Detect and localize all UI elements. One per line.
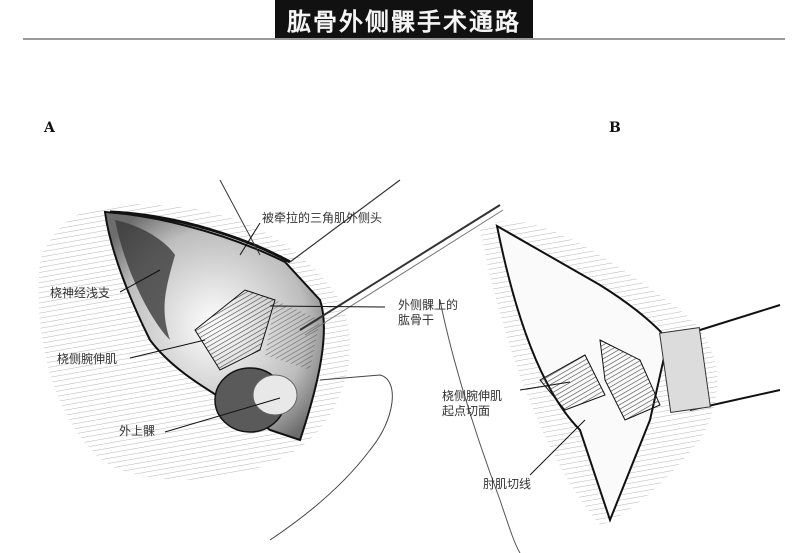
panel-label-a: A	[44, 120, 55, 136]
label-superficial-radial-nerve: 桡神经浅支	[50, 286, 111, 300]
panel-b-drawing	[439, 221, 781, 553]
page-title-text: 肱骨外侧髁手术通路	[287, 6, 521, 36]
page-title: 肱骨外侧髁手术通路	[275, 0, 533, 38]
label-retracted-deltoid-lateral-head: 被牵拉的三角肌外侧头	[262, 211, 383, 225]
label-line-1: 桡侧腕伸肌	[442, 389, 503, 403]
label-line-2: 起点切面	[442, 404, 491, 418]
label-humeral-shaft-above-lateral-condyle: 外侧髁上的 肱骨干	[398, 298, 458, 328]
panel-label-b: B	[609, 120, 621, 136]
label-line-1: 外侧髁上的	[398, 298, 459, 312]
panel-a-drawing	[38, 179, 504, 541]
label-lateral-epicondyle: 外上髁	[119, 424, 156, 438]
label-ecr-origin-cut-surface: 桡侧腕伸肌 起点切面	[442, 389, 502, 419]
label-line-2: 肱骨干	[398, 313, 435, 327]
label-anconeus-incision-line: 肘肌切线	[483, 477, 532, 491]
leader-line	[239, 222, 261, 256]
label-extensor-carpi-radialis: 桡侧腕伸肌	[57, 352, 118, 366]
header-rule	[23, 38, 785, 40]
